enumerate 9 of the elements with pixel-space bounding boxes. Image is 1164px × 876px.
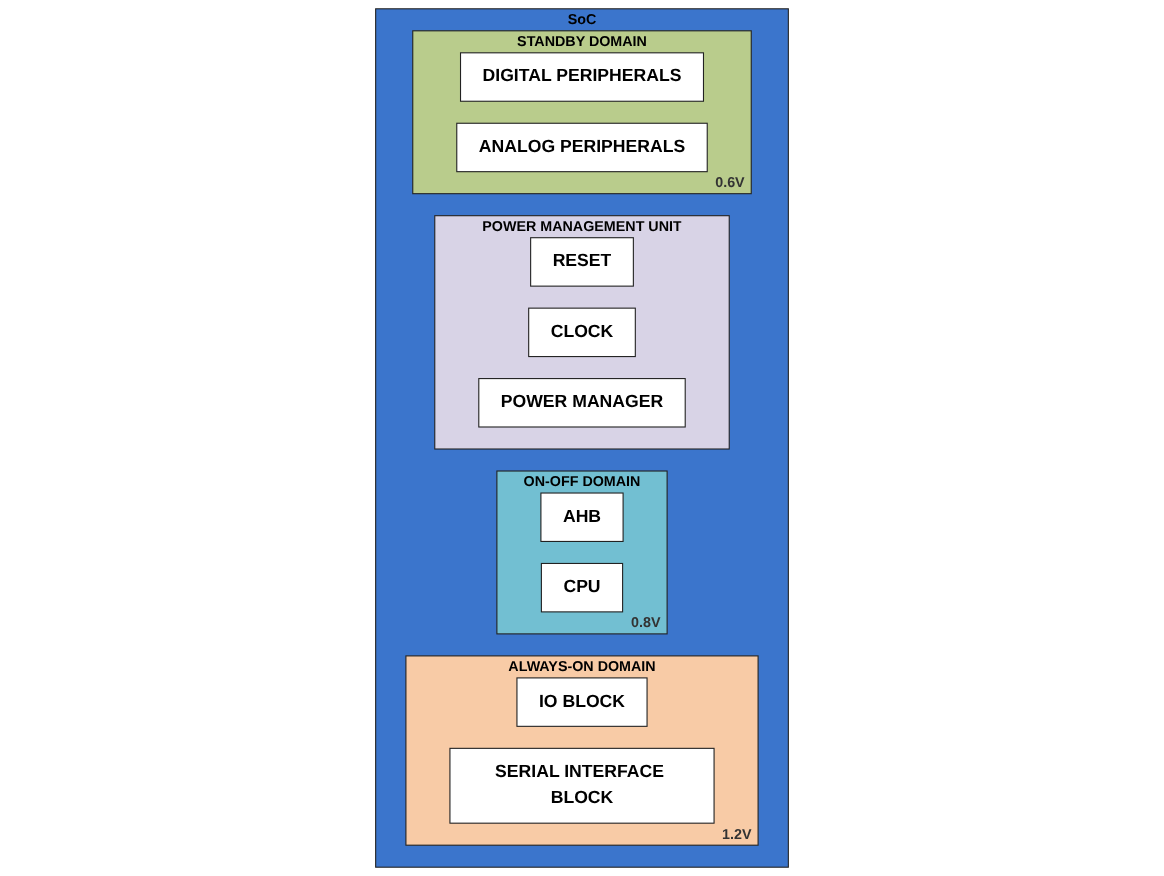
node-box: ANALOG PERIPHERALS: [456, 122, 708, 173]
node-box: RESET: [530, 237, 634, 287]
node-box: CPU: [540, 562, 624, 613]
node-box: POWER MANAGER: [478, 378, 686, 428]
node-box: IO BLOCK: [516, 677, 648, 727]
node-box: CLOCK: [528, 307, 636, 358]
node-box: SERIAL INTERFACE BLOCK: [449, 747, 715, 824]
node-box: DIGITAL PERIPHERALS: [459, 52, 705, 102]
node-box: AHB: [540, 492, 624, 542]
